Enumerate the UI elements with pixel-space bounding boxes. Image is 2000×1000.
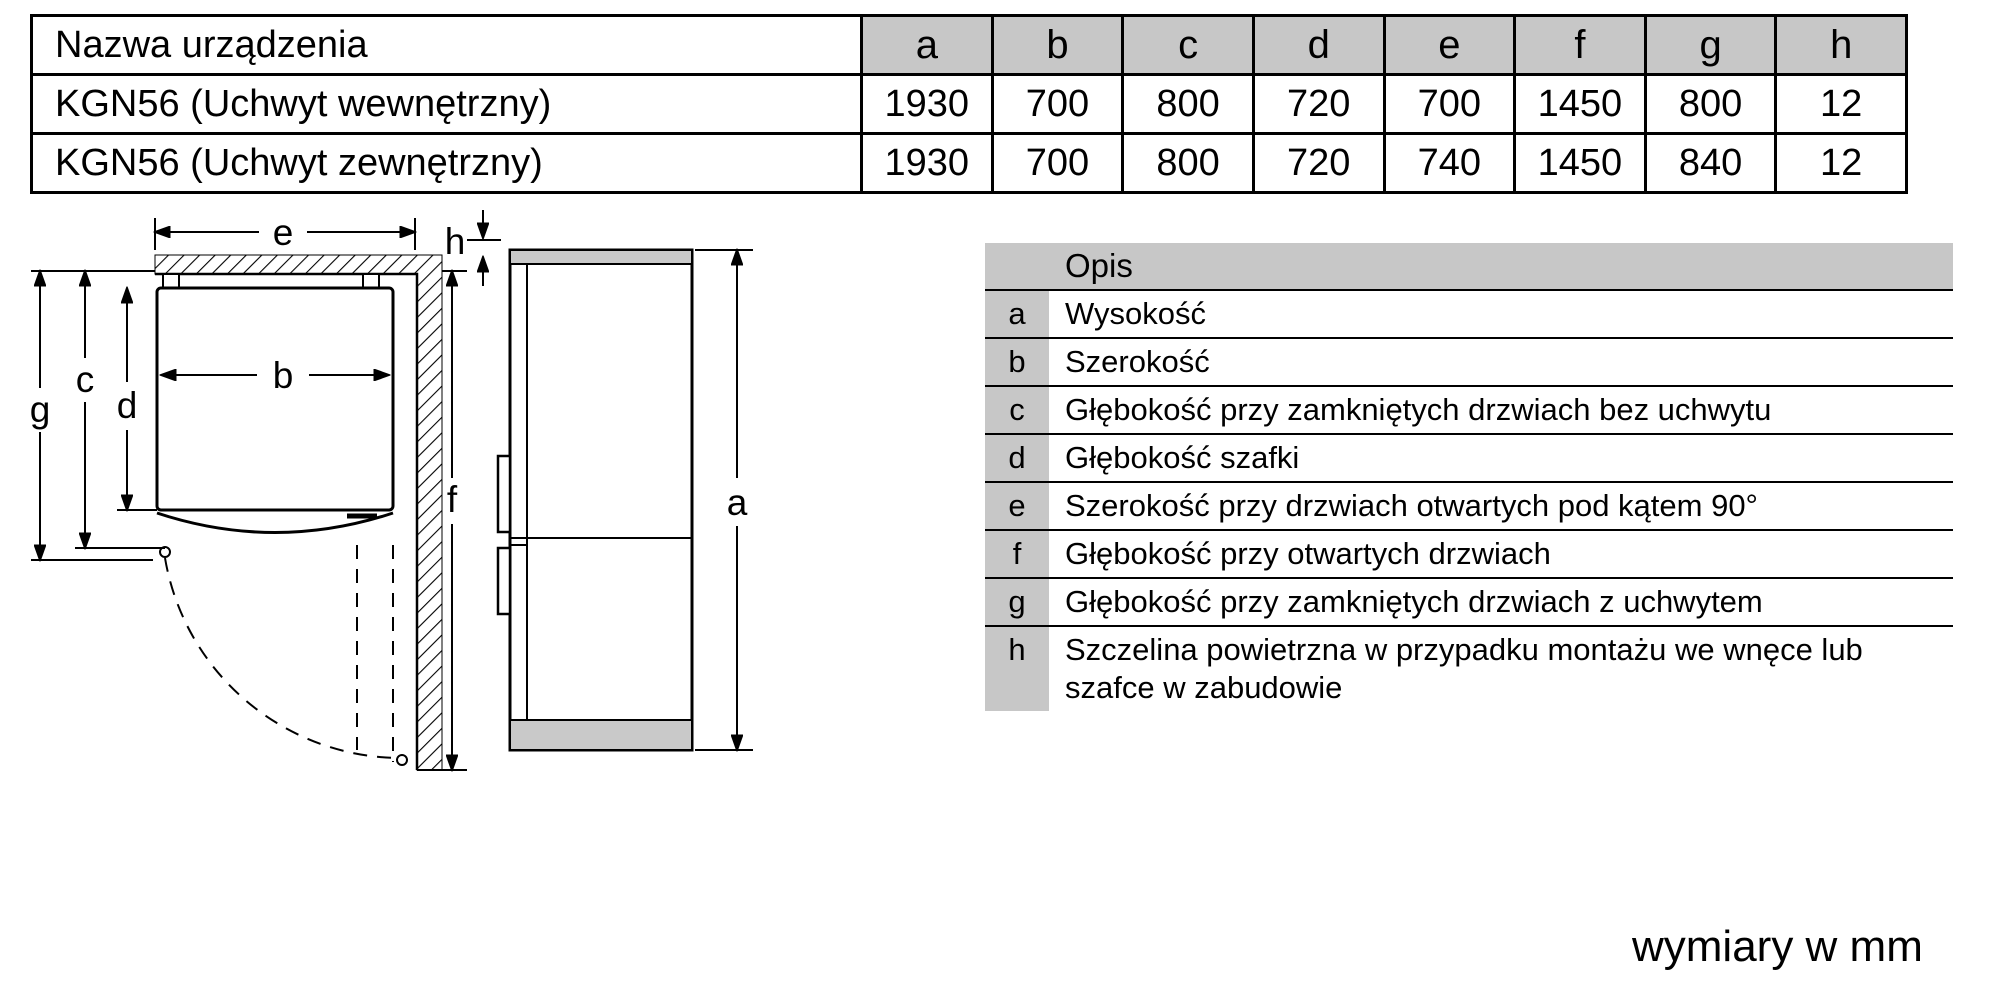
value-cell: 800 [1121, 132, 1255, 194]
fridge-top-cap [509, 249, 693, 265]
legend-desc: Głębokość przy zamkniętych drzwiach z uc… [1065, 584, 1763, 619]
door-swing-arc [164, 557, 402, 759]
col-header-a: a [860, 14, 994, 76]
legend-row: g Głębokość przy zamkniętych drzwiach z … [985, 578, 1953, 626]
legend-row: b Szerokość [985, 338, 1953, 386]
col-header-d: d [1251, 14, 1386, 76]
legend-key: b [985, 338, 1049, 386]
legend-desc: Wysokość [1065, 296, 1206, 331]
legend-row: c Głębokość przy zamkniętych drzwiach be… [985, 386, 1953, 434]
legend-desc: Szerokość [1065, 344, 1210, 379]
value-cell: 1450 [1513, 73, 1647, 135]
value-cell: 12 [1774, 132, 1908, 194]
legend-desc: Szerokość przy drzwiach otwartych pod ką… [1065, 488, 1758, 523]
value-cell: 1450 [1513, 132, 1647, 194]
door-open-handle [396, 754, 408, 766]
legend-key: d [985, 434, 1049, 482]
legend-table: Opis a Wysokość b Szerokość c Głębokość … [985, 243, 1953, 711]
col-header-h: h [1774, 14, 1908, 76]
dimensions-table: Nazwa urządzenia a b c d e f g h KGN56 (… [30, 14, 1908, 194]
side-view-diagram: a [496, 248, 753, 752]
dimension-diagrams: e h g c d b [30, 210, 753, 800]
table-row: KGN56 (Uchwyt wewnętrzny) 1930 700 800 7… [30, 73, 1908, 135]
legend-header-key-cell [985, 243, 1049, 290]
dim-label-g: g [30, 389, 51, 430]
dim-label-a: a [727, 482, 748, 523]
fridge-side-body [508, 248, 694, 752]
upper-door-handle [496, 454, 512, 534]
legend-row: a Wysokość [985, 290, 1953, 338]
dim-label-d: d [117, 385, 138, 426]
legend-key: c [985, 386, 1049, 434]
col-header-g: g [1643, 14, 1778, 76]
dim-label-b: b [273, 355, 294, 396]
dim-label-c: c [76, 359, 95, 400]
table-row: KGN56 (Uchwyt zewnętrzny) 1930 700 800 7… [30, 132, 1908, 194]
dim-label-f: f [447, 479, 458, 520]
table-header-row: Nazwa urządzenia a b c d e f g h [30, 14, 1908, 76]
dim-label-e: e [273, 212, 294, 253]
dim-label-h: h [445, 221, 466, 262]
units-note: wymiary w mm [1632, 922, 1923, 971]
value-cell: 720 [1251, 73, 1386, 135]
legend-desc: Szczelina powietrzna w przypadku montażu… [1065, 632, 1863, 705]
value-cell: 1930 [860, 132, 994, 194]
legend-key: f [985, 530, 1049, 578]
fridge-door-closed [156, 511, 394, 534]
legend-key: g [985, 578, 1049, 626]
value-cell: 720 [1251, 132, 1386, 194]
legend-row: h Szczelina powietrzna w przypadku monta… [985, 626, 1953, 711]
legend-key: h [985, 626, 1049, 711]
device-name-header: Nazwa urządzenia [30, 14, 863, 76]
legend-row: f Głębokość przy otwartych drzwiach [985, 530, 1953, 578]
value-cell: 700 [1382, 73, 1517, 135]
top-view-diagram: e h g c d b [30, 210, 501, 770]
value-cell: 12 [1774, 73, 1908, 135]
lower-door-handle [496, 546, 512, 616]
fridge-top-view-body [155, 286, 395, 512]
legend-header: Opis [1049, 243, 1953, 290]
model-name: KGN56 (Uchwyt zewnętrzny) [30, 132, 863, 194]
legend-header-row: Opis [985, 243, 1953, 290]
legend-row: e Szerokość przy drzwiach otwartych pod … [985, 482, 1953, 530]
legend-key: e [985, 482, 1049, 530]
fridge-base [509, 719, 693, 751]
legend-row: d Głębokość szafki [985, 434, 1953, 482]
legend-desc: Głębokość przy otwartych drzwiach [1065, 536, 1551, 571]
value-cell: 800 [1121, 73, 1255, 135]
wall-edge [155, 272, 419, 770]
legend-key: a [985, 290, 1049, 338]
col-header-b: b [990, 14, 1125, 76]
legend-desc: Głębokość przy zamkniętych drzwiach bez … [1065, 392, 1772, 427]
model-name: KGN56 (Uchwyt wewnętrzny) [30, 73, 863, 135]
legend-desc: Głębokość szafki [1065, 440, 1300, 475]
col-header-e: e [1382, 14, 1517, 76]
value-cell: 840 [1643, 132, 1778, 194]
value-cell: 700 [990, 73, 1125, 135]
col-header-c: c [1121, 14, 1255, 76]
wall-spacer [362, 273, 380, 289]
value-cell: 700 [990, 132, 1125, 194]
col-header-f: f [1513, 14, 1647, 76]
value-cell: 1930 [860, 73, 994, 135]
value-cell: 740 [1382, 132, 1517, 194]
value-cell: 800 [1643, 73, 1778, 135]
wall-spacer [162, 273, 180, 289]
